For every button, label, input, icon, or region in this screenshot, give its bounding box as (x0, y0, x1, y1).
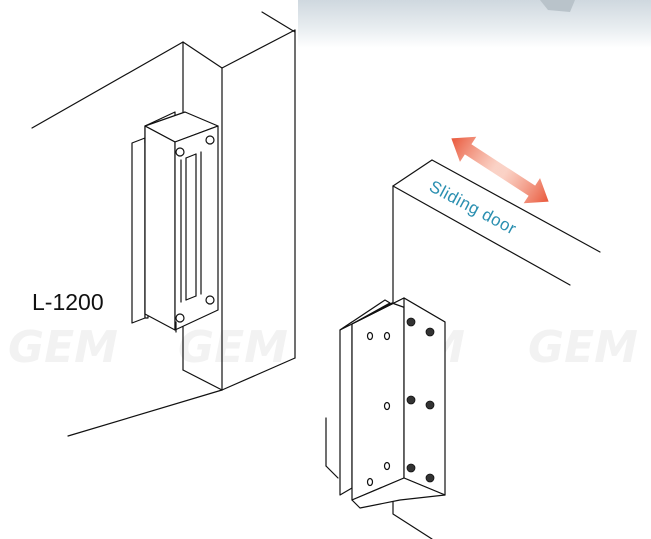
model-label: L-1200 (32, 289, 104, 315)
screw-hole-icon (383, 331, 391, 341)
double-headed-arrow-icon (451, 136, 549, 204)
watermark-text-1: GEM (8, 322, 118, 373)
screw-hole-icon (366, 331, 374, 341)
screw-hole-icon (366, 477, 374, 487)
door-label: Sliding door (426, 177, 519, 239)
screw-hole-icon (383, 401, 391, 411)
l-bracket (339, 297, 446, 509)
screw-icon (425, 327, 435, 337)
watermark-text-4: GEM (528, 322, 638, 373)
screw-hole-icon (175, 147, 185, 157)
magnetic-lock (131, 111, 219, 333)
screw-icon (425, 473, 435, 483)
watermark: GEM GEM GEM GEM (8, 322, 638, 373)
screw-hole-icon (205, 295, 215, 305)
background-photo-fragment (298, 0, 651, 48)
screw-hole-icon (175, 313, 185, 323)
screw-icon (406, 463, 416, 473)
background-object (540, 0, 575, 12)
screw-hole-icon (383, 461, 391, 471)
screw-hole-icon (205, 135, 215, 145)
screw-icon (406, 395, 416, 405)
screw-icon (406, 317, 416, 327)
sliding-door (325, 159, 601, 539)
watermark-text-2: GEM (178, 322, 288, 373)
screw-icon (425, 400, 435, 410)
door-frame-left (31, 11, 296, 437)
